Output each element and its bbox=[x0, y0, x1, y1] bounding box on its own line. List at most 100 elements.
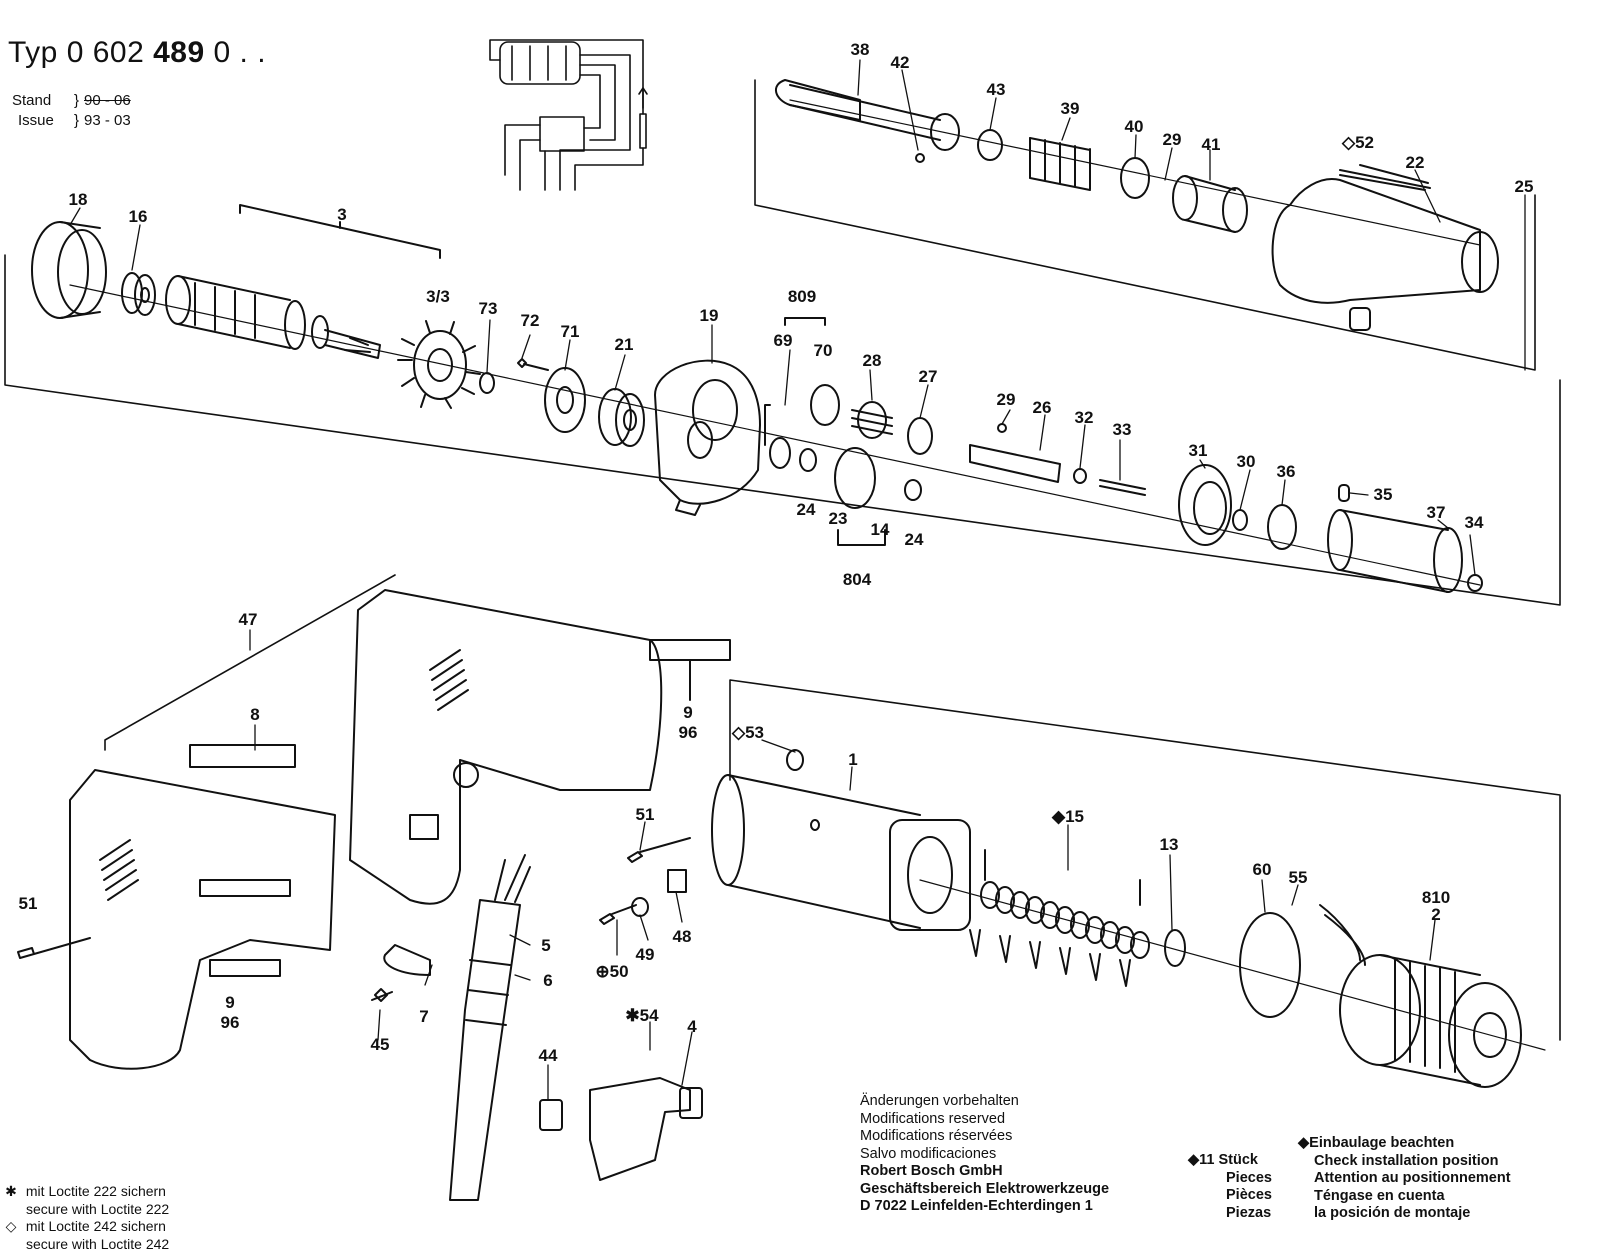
callout-label: 30 bbox=[1237, 452, 1256, 471]
callout-label: 16 bbox=[129, 207, 148, 226]
wiring-schematic bbox=[489, 39, 648, 191]
part-18-ring bbox=[31, 221, 107, 319]
type-number-part-c: 0 . . bbox=[204, 36, 267, 69]
callout-label: 39 bbox=[1061, 99, 1080, 118]
part-38-spindle bbox=[775, 79, 960, 163]
part-60-o-ring bbox=[1239, 912, 1301, 1018]
part-71-plate bbox=[544, 367, 586, 433]
part-3-armature bbox=[165, 204, 441, 359]
part-52-screw bbox=[1339, 169, 1431, 189]
type-number-part-a: 0 602 bbox=[66, 36, 154, 69]
callout-label: 4 bbox=[687, 1017, 697, 1036]
callout-label: 22 bbox=[1406, 153, 1425, 172]
part-21-bearing bbox=[598, 388, 645, 447]
issue-value: 93 - 03 bbox=[84, 112, 131, 129]
motor-group-box bbox=[729, 679, 1561, 1041]
part-2-stator bbox=[1319, 904, 1522, 1088]
part-47-housing-half-front bbox=[69, 639, 731, 1070]
callout-label: 7 bbox=[419, 1007, 428, 1026]
callout-label: 29 bbox=[1163, 130, 1182, 149]
loctite-legend: ✱ mit Loctite 222 sichern secure with Lo… bbox=[0, 1183, 169, 1253]
callout-label: 27 bbox=[919, 367, 938, 386]
callout-label: 21 bbox=[615, 335, 634, 354]
callout-label: 804 bbox=[843, 570, 872, 589]
install-de: ◆Einbaulage beachten bbox=[1298, 1135, 1455, 1151]
install-en: Check installation position bbox=[1314, 1152, 1499, 1169]
type-number-part-b: 489 bbox=[153, 36, 205, 69]
callout-label: ⊕50 bbox=[595, 962, 628, 981]
callout-label: 37 bbox=[1427, 503, 1446, 522]
callout-label: 45 bbox=[371, 1035, 390, 1054]
company-address: D 7022 Leinfelden-Echterdingen 1 bbox=[860, 1198, 1093, 1214]
part-3-3-fan bbox=[397, 320, 481, 409]
callout-label: ◆15 bbox=[1051, 807, 1084, 826]
note-line-es: Salvo modificaciones bbox=[860, 1145, 997, 1162]
callout-label: 72 bbox=[521, 311, 540, 330]
callout-label: 1 bbox=[848, 750, 857, 769]
pieces-en: Pieces bbox=[1226, 1169, 1272, 1186]
callout-label: 33 bbox=[1113, 420, 1132, 439]
housing-group-box bbox=[104, 574, 396, 751]
diamond-outline-icon: ◇ bbox=[5, 1218, 17, 1234]
part-1-motor-housing bbox=[711, 749, 971, 931]
pieces-head: ◆11 Stück bbox=[1188, 1152, 1258, 1168]
install-es-2: la posición de montaje bbox=[1314, 1205, 1471, 1221]
callout-label: ◇53 bbox=[731, 723, 764, 742]
part-6-cable bbox=[449, 854, 531, 1201]
issue-label: Issue bbox=[18, 112, 54, 129]
part-51-screw-right bbox=[627, 837, 691, 863]
callout-label: 51 bbox=[636, 805, 655, 824]
callout-label: 60 bbox=[1253, 860, 1272, 879]
callout-label: 49 bbox=[636, 945, 655, 964]
callout-label: ✱54 bbox=[625, 1006, 659, 1025]
callout-label: 69 bbox=[774, 331, 793, 350]
callout-label: 47 bbox=[239, 610, 258, 629]
callout-label: 41 bbox=[1202, 135, 1221, 154]
install-es: Téngase en cuenta bbox=[1314, 1187, 1445, 1204]
callout-label: 36 bbox=[1277, 462, 1296, 481]
callout-label: 23 bbox=[829, 509, 848, 528]
callout-label: 96 bbox=[679, 723, 698, 742]
callout-label: 51 bbox=[19, 894, 38, 913]
part-16-bearing bbox=[121, 272, 156, 316]
callout-label: 29 bbox=[997, 390, 1016, 409]
callout-label: ◇52 bbox=[1341, 133, 1374, 152]
part-19-gear-housing bbox=[654, 359, 761, 516]
callout-label: 55 bbox=[1289, 868, 1308, 887]
pieces-fr: Pièces bbox=[1226, 1187, 1272, 1203]
callout-label: 19 bbox=[700, 306, 719, 325]
callout-label: 40 bbox=[1125, 117, 1144, 136]
callout-label: 44 bbox=[539, 1046, 558, 1065]
callout-label: 9 bbox=[683, 703, 692, 722]
callout-label: 35 bbox=[1374, 485, 1393, 504]
callout-label: 809 bbox=[788, 287, 816, 306]
callout-label: 13 bbox=[1160, 835, 1179, 854]
part-50-screw bbox=[599, 904, 637, 925]
pieces-note: ◆11 Stück Pieces Pièces Piezas bbox=[1188, 1152, 1272, 1222]
part-45-screw bbox=[374, 988, 388, 1002]
callout-label: 2 bbox=[1431, 905, 1440, 924]
part-47-housing-half bbox=[349, 589, 663, 905]
company-name: Robert Bosch GmbH bbox=[860, 1163, 1003, 1179]
part-40-ring bbox=[1120, 157, 1150, 199]
stand-row: Stand } 90 - 06 bbox=[12, 92, 131, 109]
part-13-ring bbox=[1164, 929, 1186, 967]
callout-label: 24 bbox=[905, 530, 924, 549]
callout-label: 5 bbox=[541, 936, 550, 955]
callout-label: 71 bbox=[561, 322, 580, 341]
part-72-screw bbox=[517, 358, 549, 371]
callout-label: 73 bbox=[479, 299, 498, 318]
callout-label: 26 bbox=[1033, 398, 1052, 417]
callout-label: 43 bbox=[987, 80, 1006, 99]
callout-label: 34 bbox=[1465, 513, 1484, 532]
part-73-washer bbox=[479, 372, 495, 394]
callout-label: 24 bbox=[797, 500, 816, 519]
part-41-nut bbox=[1172, 175, 1248, 233]
callout-label: 14 bbox=[871, 520, 890, 539]
callout-label: 18 bbox=[69, 190, 88, 209]
callout-label: 28 bbox=[863, 351, 882, 370]
legend-line-1: mit Loctite 222 sichern bbox=[25, 1183, 166, 1199]
part-43-collet bbox=[977, 129, 1003, 161]
